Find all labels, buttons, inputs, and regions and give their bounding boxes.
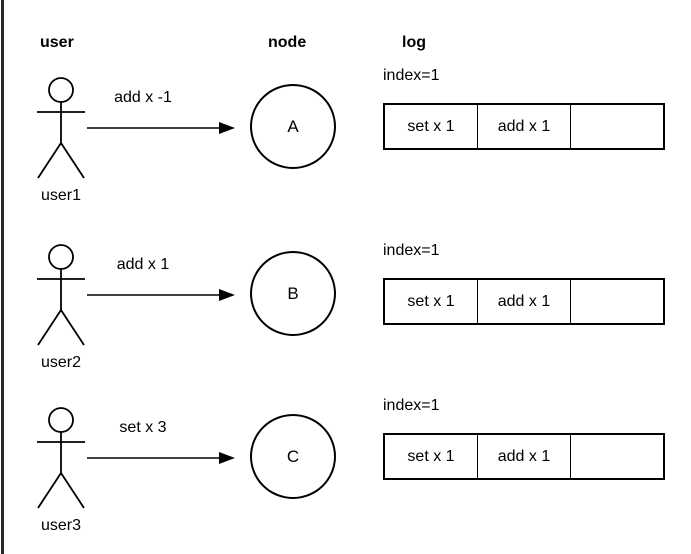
stick-figure-icon <box>37 244 85 346</box>
user-label: user1 <box>40 187 82 204</box>
command-label: add x -1 <box>114 89 172 106</box>
log-table: set x 1 add x 1 <box>383 103 665 150</box>
log-cell <box>571 280 663 323</box>
diagram-row: add x 1 B user2 index=1 set x 1 add x 1 <box>0 227 691 407</box>
command-label: set x 3 <box>119 419 167 436</box>
stick-figure-icon <box>37 407 85 509</box>
log-group: index=1 set x 1 add x 1 <box>383 67 665 150</box>
arrow-icon <box>87 289 235 301</box>
node-label: B <box>287 283 299 303</box>
node-label: A <box>287 116 299 136</box>
log-cell <box>571 435 663 478</box>
column-header-log: log <box>402 34 426 51</box>
node-circle: C <box>250 414 336 499</box>
log-cell: set x 1 <box>385 280 478 323</box>
log-cell: set x 1 <box>385 105 478 148</box>
log-cell <box>571 105 663 148</box>
user-label: user2 <box>40 354 82 371</box>
log-cell: add x 1 <box>478 435 571 478</box>
log-cell: set x 1 <box>385 435 478 478</box>
log-index-label: index=1 <box>383 242 440 259</box>
arrow-icon <box>87 122 235 134</box>
column-header-user: user <box>40 34 74 51</box>
log-table: set x 1 add x 1 <box>383 278 665 325</box>
diagram-row: add x -1 A user1 index=1 set x 1 add x 1 <box>0 60 691 240</box>
log-table: set x 1 add x 1 <box>383 433 665 480</box>
log-index-label: index=1 <box>383 67 440 84</box>
left-border-line <box>1 0 4 554</box>
log-cell: add x 1 <box>478 280 571 323</box>
command-label: add x 1 <box>116 256 170 273</box>
diagram-row: set x 3 C user3 index=1 set x 1 add x 1 <box>0 390 691 554</box>
arrow-icon <box>87 452 235 464</box>
node-circle: A <box>250 84 336 169</box>
column-header-node: node <box>268 34 307 51</box>
log-group: index=1 set x 1 add x 1 <box>383 242 665 325</box>
log-group: index=1 set x 1 add x 1 <box>383 397 665 480</box>
node-label: C <box>286 446 300 466</box>
node-circle: B <box>250 251 336 336</box>
log-cell: add x 1 <box>478 105 571 148</box>
user-label: user3 <box>40 517 82 534</box>
log-index-label: index=1 <box>383 397 440 414</box>
stick-figure-icon <box>37 77 85 179</box>
